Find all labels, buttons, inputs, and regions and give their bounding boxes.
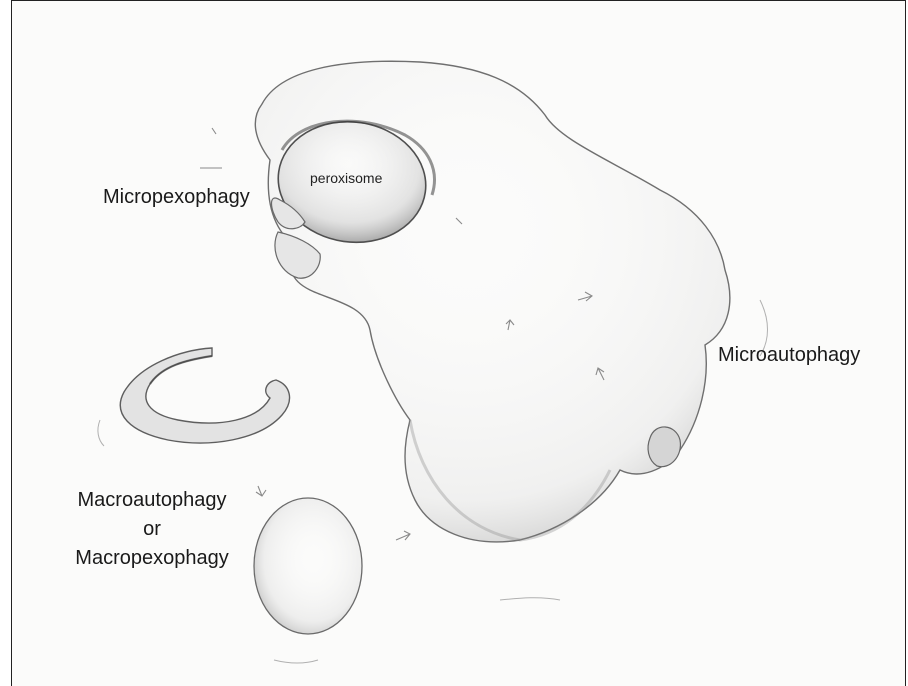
- microautophagy-bud: [648, 427, 680, 467]
- micropexophagy-label: Micropexophagy: [103, 185, 250, 209]
- autophagosome: [254, 498, 362, 634]
- microautophagy-label: Microautophagy: [718, 343, 860, 367]
- macroautophagy-label: Macroautophagy: [62, 488, 242, 512]
- or-label: or: [62, 517, 242, 541]
- phagophore-cup: [120, 348, 289, 443]
- macropexophagy-label: Macropexophagy: [62, 546, 242, 570]
- macroautophagy-label-group: Macroautophagy or Macropexophagy: [62, 488, 242, 570]
- peroxisome-label: peroxisome: [310, 170, 382, 187]
